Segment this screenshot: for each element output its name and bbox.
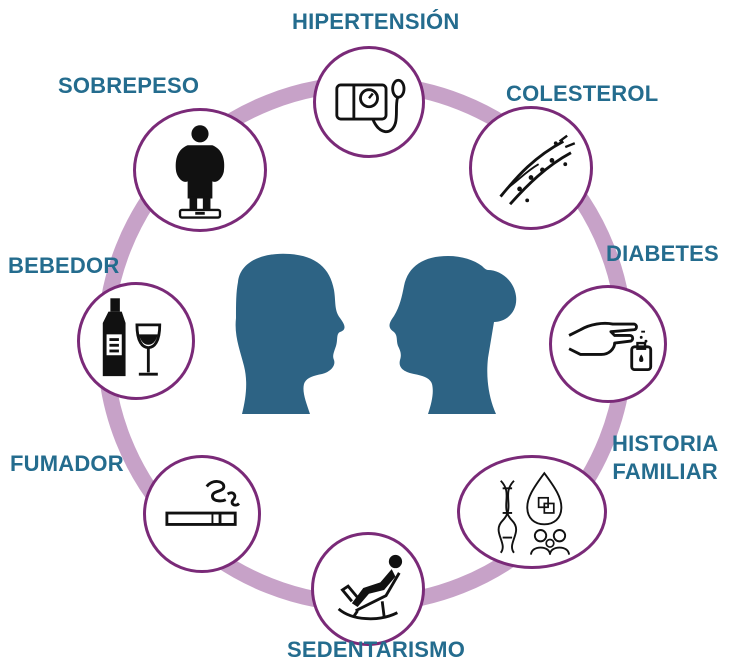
node-bebedor <box>77 282 195 400</box>
label-sobrepeso: SOBREPESO <box>58 73 200 98</box>
label-historia: HISTORIA <box>612 431 719 456</box>
glucose-finger-prick-icon <box>568 321 653 372</box>
label-fumador: FUMADOR <box>10 451 124 476</box>
dna-family-icon <box>497 471 570 555</box>
label-sedentarismo: SEDENTARISMO <box>287 637 466 662</box>
node-hipertension <box>313 46 425 158</box>
label-familiar: FAMILIAR <box>612 459 718 484</box>
node-diabetes <box>549 285 667 403</box>
rocking-chair-person-icon <box>337 554 403 621</box>
node-historia-familiar <box>457 455 607 569</box>
label-bebedor: BEBEDOR <box>8 253 120 278</box>
node-sobrepeso <box>133 108 267 232</box>
clogged-artery-icon <box>499 134 576 206</box>
label-diabetes: DIABETES <box>606 241 719 266</box>
node-fumador <box>143 455 261 573</box>
blood-pressure-monitor-icon <box>335 78 406 133</box>
node-colesterol <box>469 106 593 230</box>
label-colesterol: COLESTEROL <box>506 81 659 106</box>
bottle-and-wine-glass-icon <box>102 298 162 377</box>
node-sedentarismo <box>311 532 425 646</box>
overweight-person-on-scale-icon <box>175 125 225 219</box>
label-historia-familiar: HISTORIA FAMILIAR <box>612 430 718 486</box>
label-hipertension: HIPERTENSIÓN <box>292 9 460 34</box>
cigarette-icon <box>165 480 241 526</box>
